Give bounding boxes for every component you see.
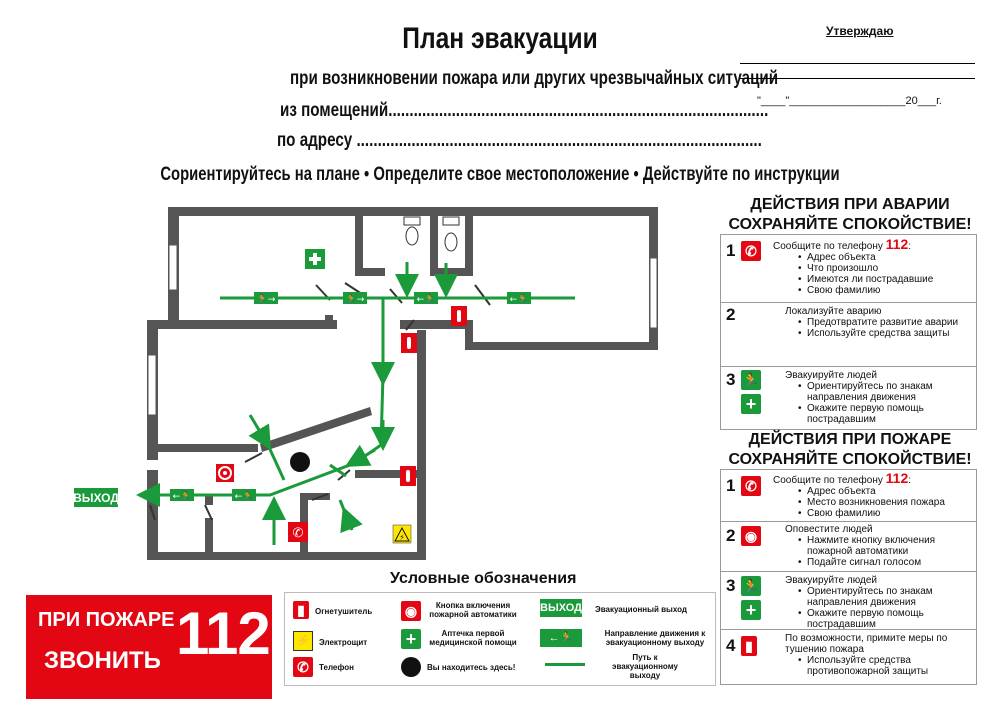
svg-text:🏃→: 🏃→	[257, 293, 276, 305]
fire-call-box: ПРИ ПОЖАРЕ ЗВОНИТЬ 112	[26, 595, 272, 699]
electrical-panel-icon: ⚡	[293, 631, 313, 651]
extinguisher-icon: ▮	[293, 601, 309, 619]
signature-line	[740, 63, 975, 64]
accident-step-3: 3 🏃 + Эвакуируйте людей Ориентируйтесь п…	[720, 366, 977, 430]
svg-text:⚡: ⚡	[399, 533, 405, 542]
legend-title: Условные обозначения	[390, 570, 577, 587]
phone-icon: ✆	[741, 476, 761, 496]
extinguisher-icon: ▮	[741, 636, 757, 656]
fire-title: ДЕЙСТВИЯ ПРИ ПОЖАРЕ	[748, 431, 952, 448]
approval-label: Утверждаю	[826, 24, 894, 38]
path-line-icon	[545, 663, 585, 666]
premises-line: из помещений............................…	[280, 100, 769, 121]
floor-plan: 🏃→ 🏃→ ←🏃 ←🏃 ←🏃 ←🏃 ✆	[136, 207, 658, 560]
fire-subtitle: СОХРАНЯЙТЕ СПОКОЙСТВИЕ!	[728, 451, 972, 468]
first-aid-icon: +	[401, 629, 421, 649]
accident-step-2: 2 Локализуйте аварию Предотвратите разви…	[720, 302, 977, 368]
exit-icon: 🏃	[741, 370, 761, 390]
phone-icon: ✆	[741, 241, 761, 261]
instruction-line: Сориентируйтесь на плане • Определите св…	[160, 164, 840, 185]
accident-subtitle: СОХРАНЯЙТЕ СПОКОЙСТВИЕ!	[728, 216, 972, 233]
fire-step-2: 2 ◉ Оповестите людей Нажмите кнопку вклю…	[720, 521, 977, 573]
emergency-number: 112	[176, 600, 271, 667]
svg-text:←🏃: ←🏃	[510, 293, 529, 305]
electrical-panel-icon: ⚡	[392, 524, 412, 544]
you-are-here-icon	[401, 657, 421, 677]
fire-step-3: 3 🏃 + Эвакуируйте людей Ориентируйтесь п…	[720, 571, 977, 631]
extinguisher-icon	[400, 466, 416, 486]
accident-title: ДЕЙСТВИЯ ПРИ АВАРИИ	[750, 196, 950, 213]
exit-sign: ВЫХОД	[73, 488, 119, 507]
evacuation-path	[136, 262, 575, 545]
svg-text:🏃→: 🏃→	[346, 293, 365, 305]
toilets	[403, 216, 460, 252]
phone-icon: ✆	[288, 522, 308, 542]
walls	[147, 207, 658, 560]
first-aid-icon	[305, 249, 325, 269]
legend: ▮ Огнетушитель ⚡ Электрощит ✆ Телефон ◉ …	[284, 592, 716, 686]
doors	[149, 282, 491, 521]
first-aid-icon: +	[741, 394, 761, 414]
address-line: по адресу ..............................…	[277, 130, 762, 151]
fire-step-4: 4 ▮ По возможности, примите меры по туше…	[720, 629, 977, 685]
exit-sign-icon: ВЫХОД	[540, 599, 582, 617]
exit-direction-icon: ←🏃	[540, 629, 582, 647]
svg-text:←🏃: ←🏃	[173, 490, 192, 502]
you-are-here-marker	[290, 452, 310, 472]
extinguisher-icon	[451, 306, 467, 326]
fire-step-1: 1 ✆ Сообщите по телефону 112: Адрес объе…	[720, 469, 977, 523]
direction-signs: 🏃→ 🏃→ ←🏃 ←🏃 ←🏃 ←🏃	[170, 292, 531, 502]
signature-line	[740, 78, 975, 79]
page-title: План эвакуации	[402, 22, 598, 55]
windows	[147, 244, 658, 416]
approval-date: "____"___________________20___г.	[757, 95, 942, 107]
first-aid-icon: +	[741, 600, 761, 620]
extinguisher-icon	[401, 333, 417, 353]
exit-icon: 🏃	[741, 576, 761, 596]
svg-text:←🏃: ←🏃	[417, 293, 436, 305]
alarm-button-icon: ◉	[401, 601, 421, 621]
subtitle-line: при возникновении пожара или других чрез…	[290, 68, 779, 89]
alarm-button-icon: ◉	[741, 526, 761, 546]
svg-text:←🏃: ←🏃	[235, 490, 254, 502]
phone-icon: ✆	[293, 657, 313, 677]
alarm-button-icon	[216, 464, 234, 482]
accident-step-1: 1 ✆ Сообщите по телефону 112: Адрес объе…	[720, 234, 977, 304]
svg-text:✆: ✆	[293, 526, 304, 541]
